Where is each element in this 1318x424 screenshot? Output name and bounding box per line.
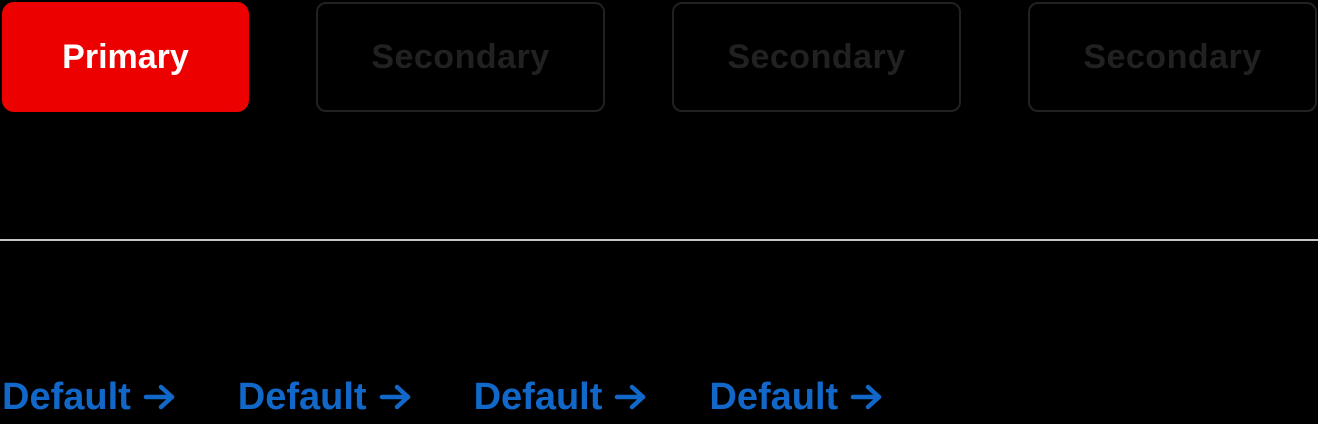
default-link-1[interactable]: Default	[2, 376, 176, 418]
primary-button[interactable]: Primary	[2, 2, 249, 112]
secondary-button-3[interactable]: Secondary	[1028, 2, 1317, 112]
links-row: Default Default Default Default	[2, 376, 883, 418]
default-link-label: Default	[237, 376, 367, 418]
default-link-label: Default	[2, 376, 131, 418]
secondary-button-2[interactable]: Secondary	[672, 2, 961, 112]
default-link-3[interactable]: Default	[474, 376, 648, 418]
arrow-right-icon	[850, 384, 882, 410]
divider	[0, 239, 1318, 241]
arrow-right-icon	[379, 384, 410, 410]
arrow-right-icon	[615, 384, 646, 410]
default-link-4[interactable]: Default	[709, 376, 883, 418]
buttons-row: Primary Secondary Secondary Secondary	[2, 2, 1317, 112]
default-link-label: Default	[473, 376, 603, 418]
default-link-label: Default	[709, 376, 839, 418]
arrow-right-icon	[143, 384, 175, 410]
default-link-2[interactable]: Default	[238, 376, 412, 418]
secondary-button-1[interactable]: Secondary	[316, 2, 605, 112]
